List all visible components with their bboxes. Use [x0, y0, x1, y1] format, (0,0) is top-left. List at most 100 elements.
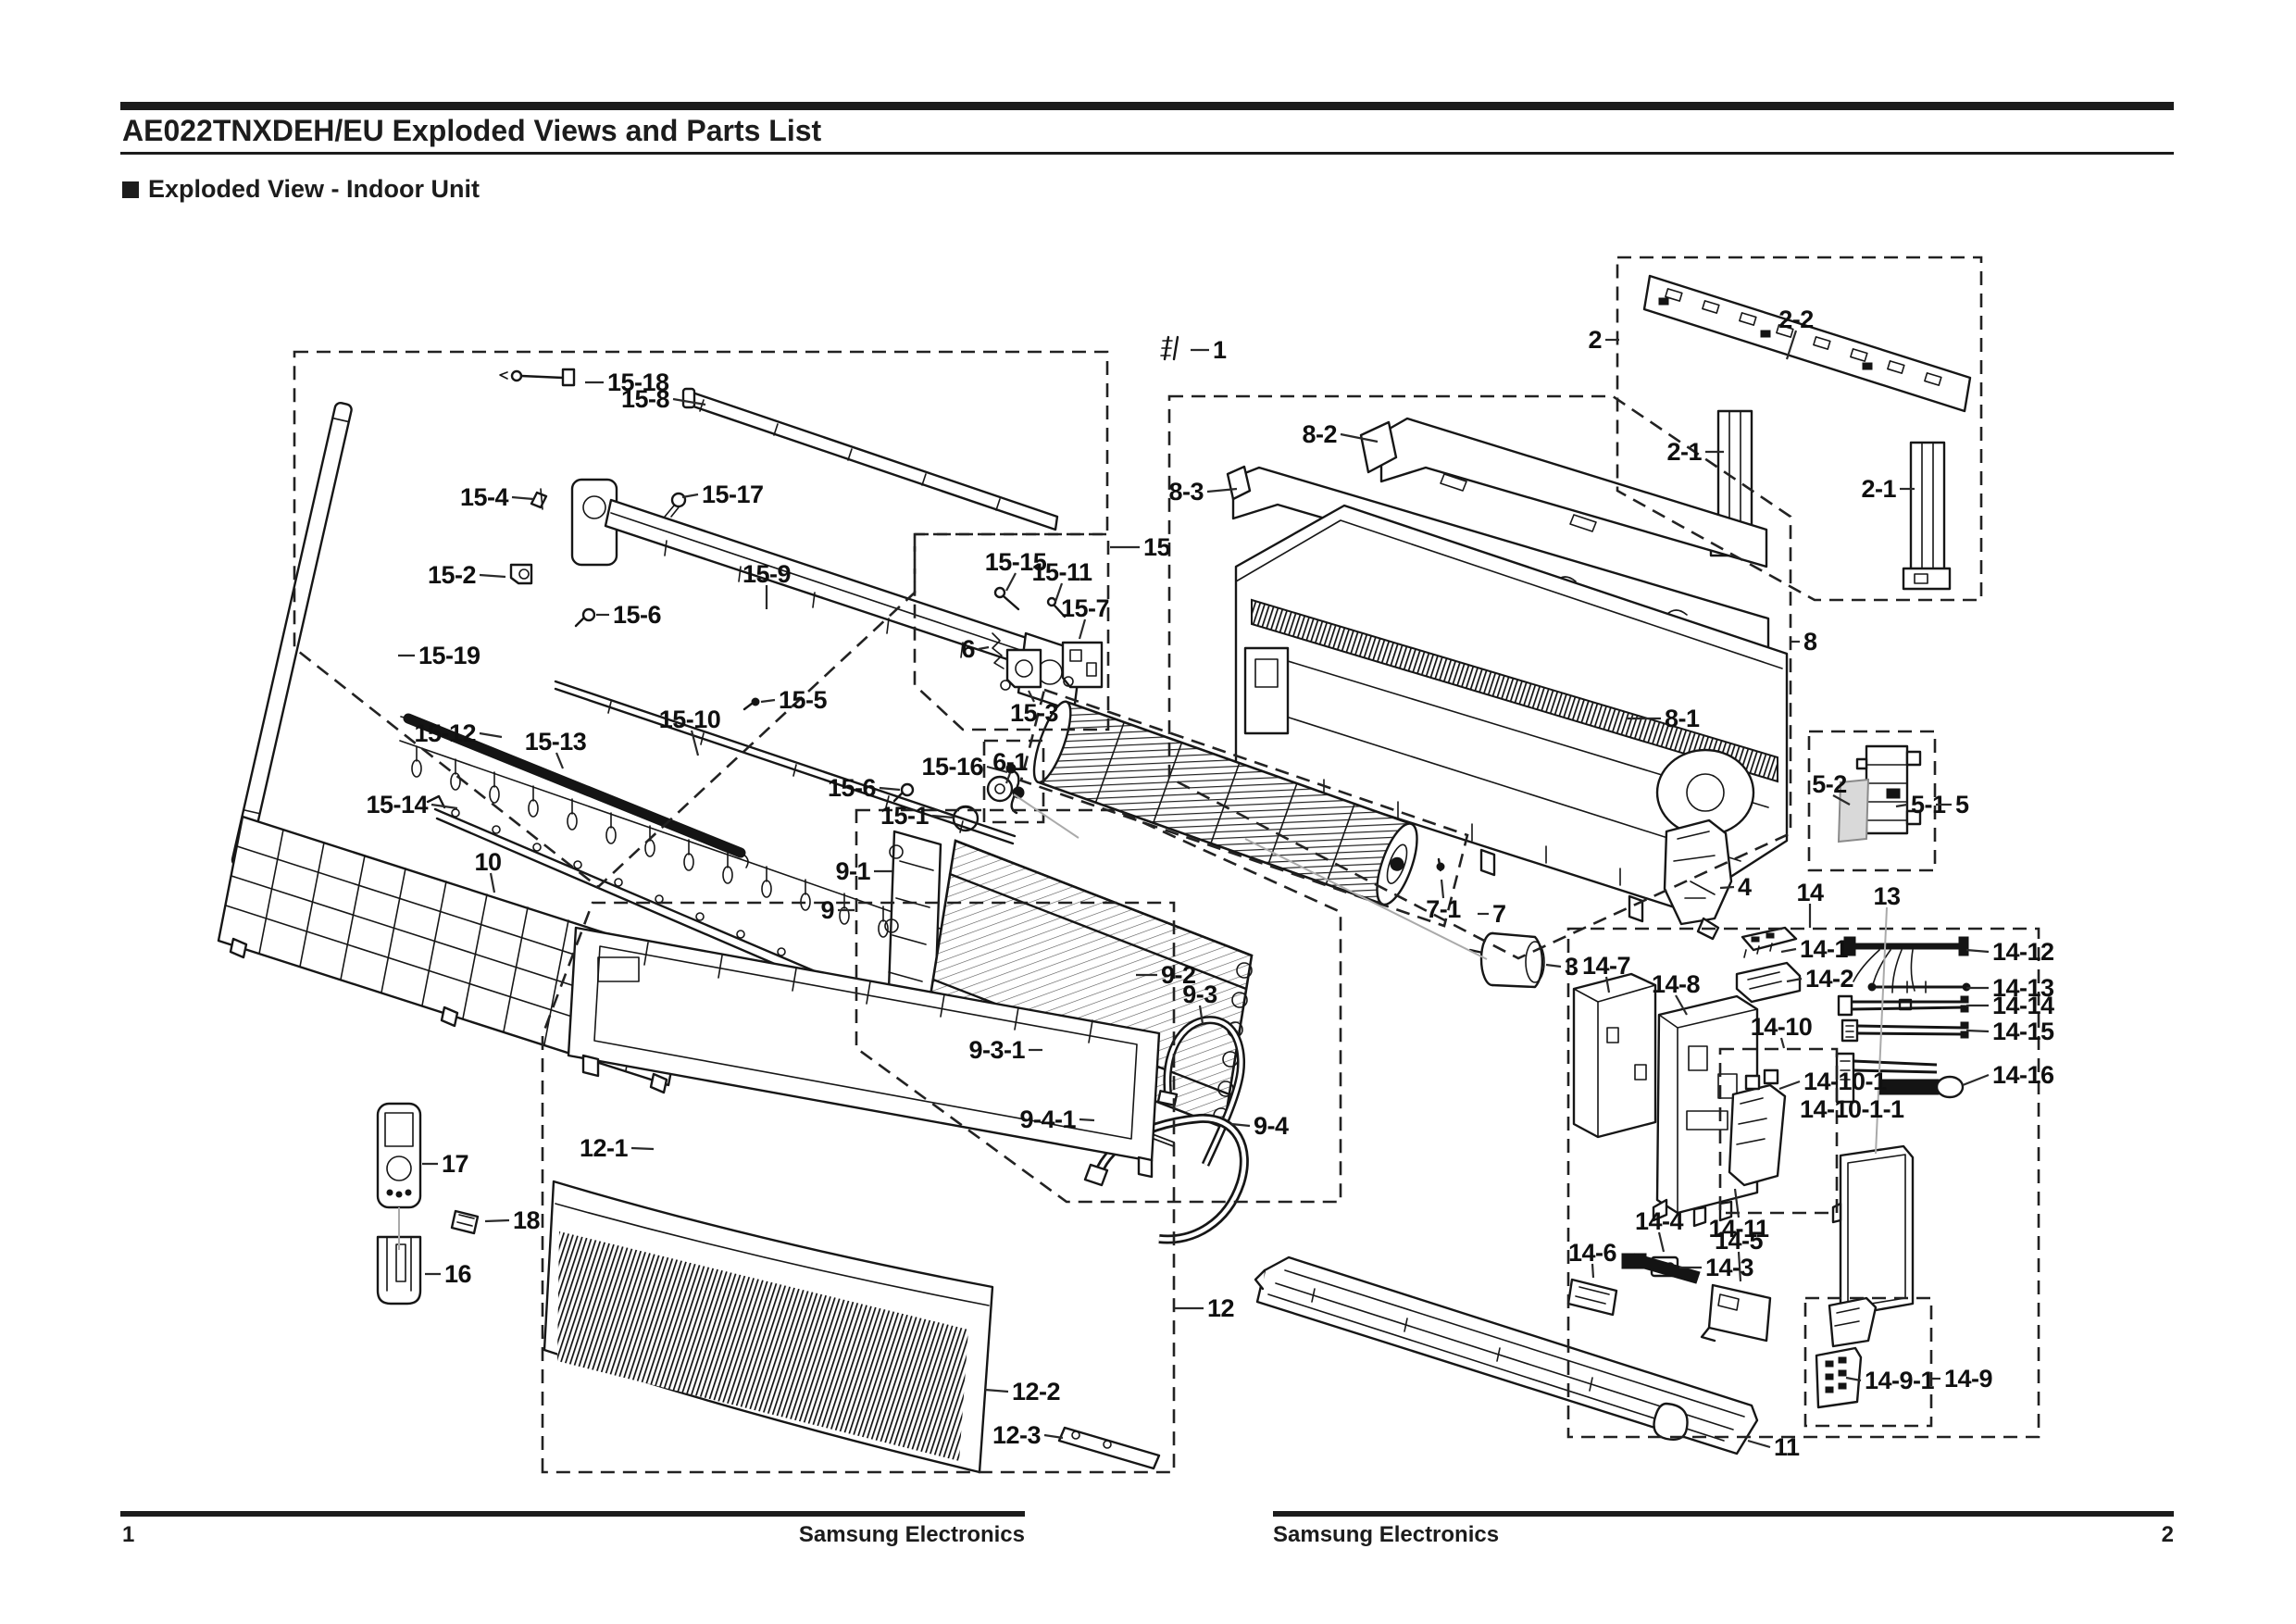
- group-box-14-10: [1718, 1047, 1839, 1215]
- part-14-15-wire: [1841, 1018, 1969, 1043]
- part-label-12: 12: [1207, 1294, 1234, 1322]
- part-label-15-6: 15-6: [828, 774, 877, 802]
- reference-line-0: [1875, 906, 1888, 1155]
- leader-line-9-3: [1198, 1005, 1204, 1025]
- group-box-8: [1167, 394, 1792, 960]
- leader-line-5-1: [1895, 803, 1908, 808]
- part-label-14-6: 14-6: [1568, 1239, 1617, 1267]
- part-label-15-10: 15-10: [659, 706, 721, 733]
- leader-line-12-2: [984, 1388, 1009, 1393]
- leader-line-14-8: [1675, 994, 1688, 1016]
- part-14-5-bracket: [1700, 1283, 1772, 1343]
- leader-line-12-1: [630, 1146, 655, 1151]
- header-top-rule: [120, 102, 2174, 110]
- part-label-2-1: 2-1: [1861, 475, 1896, 503]
- part-label-15-18: 15-18: [607, 369, 669, 396]
- leader-line-6-1: [1004, 772, 1012, 784]
- part-15-9-drain-assembly: [570, 478, 1083, 713]
- part-label-18: 18: [513, 1206, 541, 1234]
- part-label-9-1: 9-1: [835, 857, 870, 885]
- part-label-14-9-1: 14-9-1: [1865, 1367, 1935, 1394]
- part-label-14-13: 14-13: [1992, 974, 2054, 1002]
- leader-line-9-4: [1230, 1122, 1251, 1128]
- part-15-18-pin: [499, 368, 576, 387]
- part-label-14-2: 14-2: [1805, 965, 1853, 993]
- leader-line-14-10: [1779, 1037, 1786, 1049]
- leader-line-15-12: [479, 731, 503, 739]
- part-label-15-19: 15-19: [418, 642, 480, 669]
- part-15-7-motor-holder: [1061, 641, 1104, 689]
- leader-line-2-2: [1785, 330, 1798, 360]
- part-15-15-screw: [993, 586, 1020, 611]
- leader-line-14-10-1: [1778, 1080, 1801, 1091]
- footer-left-page-number: 1: [122, 1522, 134, 1547]
- leader-line-15-5: [760, 698, 776, 704]
- part-14-9-1-pcb: [1815, 1346, 1863, 1409]
- group-box-2: [1616, 256, 1983, 602]
- leader-line-15-3: [1028, 690, 1035, 703]
- part-14-12-wire-harness: [1843, 936, 1969, 1011]
- part-15-17-screw: [664, 492, 687, 518]
- part-label-7-1: 7-1: [1426, 895, 1461, 923]
- page-header: AE022TNXDEH/EU Exploded Views and Parts …: [120, 102, 2174, 203]
- leader-line-14-9-1: [1845, 1376, 1862, 1382]
- part-label-9-4: 9-4: [1254, 1112, 1289, 1140]
- footer-right-rule: [1273, 1511, 2174, 1517]
- part-label-15-6: 15-6: [613, 601, 662, 629]
- group-box-14: [1566, 927, 2040, 1439]
- part-label-14-16: 14-16: [1992, 1061, 2054, 1089]
- part-label-14-7: 14-7: [1582, 952, 1630, 980]
- part-label-8-2: 8-2: [1302, 420, 1337, 448]
- part-15-8-louver-bar: [681, 387, 1059, 531]
- part-1-screw: [1160, 335, 1179, 361]
- part-label-5-2: 5-2: [1812, 770, 1847, 798]
- part-label-14-12: 14-12: [1992, 938, 2054, 966]
- part-5-1-filter-frame: [1855, 744, 1922, 835]
- part-label-13: 13: [1873, 882, 1901, 910]
- section-bullet-icon: [122, 181, 139, 198]
- part-4-motor-holder: [1663, 818, 1733, 941]
- part-label-15-13: 15-13: [525, 728, 587, 756]
- leader-line-15-16: [986, 765, 1008, 774]
- group-box-14-9: [1803, 1296, 1933, 1428]
- part-label-14-3: 14-3: [1705, 1254, 1754, 1281]
- part-label-14-8: 14-8: [1652, 970, 1701, 998]
- leader-line-6: [978, 645, 990, 651]
- footer-left-rule: [120, 1511, 1025, 1517]
- part-label-15-15: 15-15: [985, 548, 1047, 576]
- leader-line-14-4: [1657, 1231, 1666, 1253]
- part-label-15: 15: [1143, 533, 1171, 561]
- part-label-15-14: 15-14: [366, 791, 428, 818]
- part-9-3-pipe: [1156, 1016, 1245, 1167]
- part-15-6-screw-a: [574, 607, 596, 628]
- part-14-2-pcb-holder: [1735, 961, 1802, 1004]
- part-label-11: 11: [1774, 1433, 1800, 1461]
- part-label-14-9: 14-9: [1944, 1365, 1993, 1393]
- part-15-19-pipe: [231, 401, 353, 868]
- leader-line-15-17: [681, 493, 699, 499]
- part-label-9-2: 9-2: [1161, 961, 1196, 989]
- group-box-12: [541, 901, 1176, 1474]
- leader-line-8-3: [1206, 487, 1238, 493]
- part-label-15-8: 15-8: [621, 385, 670, 413]
- part-18-holder-clip: [450, 1209, 480, 1235]
- part-15-3-stepping-motor: [1000, 648, 1042, 691]
- part-label-15-5: 15-5: [779, 686, 828, 714]
- part-label-4: 4: [1738, 873, 1752, 901]
- part-label-2-2: 2-2: [1778, 306, 1814, 333]
- part-8-2-top-cover: [1359, 417, 1768, 568]
- part-2-1-bracket-right: [1902, 441, 1952, 591]
- part-label-14-10: 14-10: [1751, 1013, 1813, 1041]
- part-label-15-12: 15-12: [414, 719, 476, 747]
- group-box-6-1: [982, 739, 1045, 824]
- part-14-10-sensor-holder: [1728, 1068, 1787, 1187]
- leader-line-9-4-1: [1079, 1118, 1095, 1122]
- part-14-9-sensor-case: [1828, 1296, 1878, 1348]
- part-label-16: 16: [444, 1260, 472, 1288]
- leader-line-3: [1545, 963, 1562, 968]
- leader-line-15-15: [1005, 572, 1017, 592]
- part-label-12-2: 12-2: [1012, 1378, 1060, 1405]
- leader-line-15-8: [672, 397, 706, 406]
